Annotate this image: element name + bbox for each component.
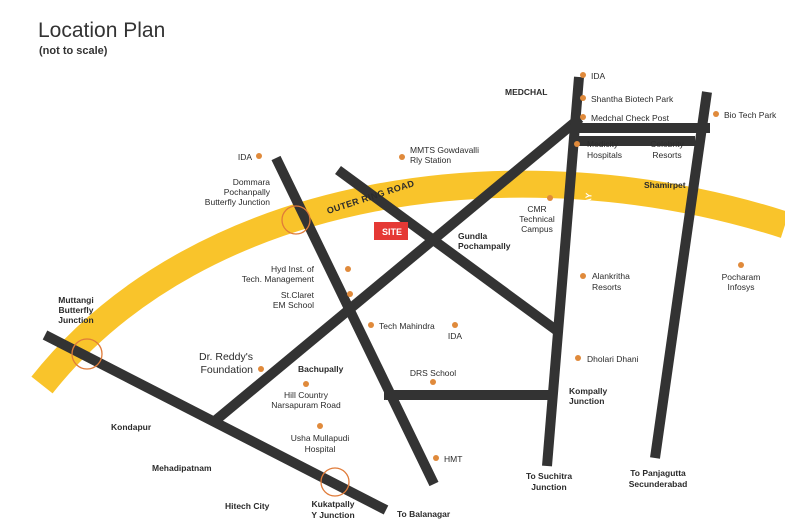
site-label: SITE [382, 227, 402, 237]
road-hyd-narsapuram [271, 155, 439, 487]
dot-medicity [574, 141, 580, 147]
dot-bio-tech [713, 111, 719, 117]
label-pocharam-2: Infosys [728, 282, 755, 292]
label-khammam-highway: KHAMMAM HIGHWAY [682, 275, 705, 368]
junction-dommara [281, 205, 311, 235]
dot-alankritha [580, 273, 586, 279]
place-hitech: Hitech City [225, 501, 270, 511]
dot-medchal-check [580, 114, 586, 120]
label-usha-2: Hospital [305, 444, 336, 454]
label-usha-1: Usha Mullapudi [291, 433, 350, 443]
place-gundla-2: Pochampally [458, 241, 511, 251]
road-mumbai-highway [42, 330, 389, 515]
place-to-suchitra-2: Junction [531, 482, 566, 492]
junction-kukatpally [320, 467, 350, 497]
place-shamirpet: Shamirpet [644, 180, 686, 190]
label-bio-tech: Bio Tech Park [724, 110, 777, 120]
label-st-claret-1: St.Claret [281, 290, 315, 300]
place-kukatpally-1: Kukatpally [312, 499, 355, 509]
place-to-balanagar: To Balanagar [397, 509, 451, 519]
site-marker [374, 222, 408, 240]
dot-usha [317, 423, 323, 429]
place-mehadipatnam: Mehadipatnam [152, 463, 212, 473]
label-st-claret-2: EM School [273, 300, 314, 310]
place-to-panjagutta-2: Secunderabad [629, 479, 688, 489]
place-kompally-1: Kompally [569, 386, 608, 396]
page-title: Location Plan [38, 19, 165, 42]
place-bachupally: Bachupally [298, 364, 344, 374]
label-cmr-2: Technical [519, 214, 555, 224]
dot-ida-mid [452, 322, 458, 328]
road-diagonal-site [335, 165, 559, 335]
dot-hyd-inst [345, 266, 351, 272]
label-dholari: Dholari Dhani [587, 354, 639, 364]
dot-tech-mahindra [368, 322, 374, 328]
dot-pocharam [738, 262, 744, 268]
dot-dholari [575, 355, 581, 361]
dot-cmr [547, 195, 553, 201]
label-cmr-3: Campus [521, 224, 553, 234]
label-shantha: Shantha Biotech Park [591, 94, 674, 104]
dot-mmts [399, 154, 405, 160]
place-medchal: MEDCHAL [505, 87, 548, 97]
place-muttangi-3: Junction [58, 315, 93, 325]
label-hyd-inst-2: Tech. Management [242, 274, 315, 284]
place-dommara-2: Pochanpally [224, 187, 271, 197]
road-network [42, 76, 712, 515]
label-medicity-2: Hospitals [587, 150, 622, 160]
place-muttangi-1: Muttangi [58, 295, 93, 305]
road-khammam-highway [650, 91, 712, 459]
label-hyd-inst-1: Hyd Inst. of [271, 264, 315, 274]
place-kukatpally-2: Y Junction [311, 510, 354, 520]
place-dommara-3: Butterfly Junction [205, 197, 270, 207]
label-medchal-check: Medchal Check Post [591, 113, 670, 123]
label-ida-left: IDA [238, 152, 253, 162]
label-alankritha-1: Alankritha [592, 271, 630, 281]
place-gundla-1: Gundla [458, 231, 488, 241]
dot-hmt [433, 455, 439, 461]
label-hyderabad-nizambad-highway: HYDERABAD - NIZAMBAD HIGHWAY [570, 192, 594, 350]
label-dr-reddys-2: Foundation [200, 364, 253, 376]
label-celebrity-2: Resorts [652, 150, 681, 160]
label-drs-school: DRS School [410, 368, 456, 378]
label-dr-reddys-1: Dr. Reddy's [199, 351, 253, 363]
landmark-dots [256, 72, 744, 461]
dot-drs-school [430, 379, 436, 385]
place-kompally-2: Junction [569, 396, 604, 406]
label-alankritha-2: Resorts [592, 282, 621, 292]
label-mmts-2: Rly Station [410, 155, 451, 165]
road-medchal-diagonal [212, 114, 584, 424]
label-medicity-1: Medicity [587, 139, 619, 149]
dot-ida-top [580, 72, 586, 78]
place-muttangi-2: Butterfly [59, 305, 94, 315]
page-subtitle: (not to scale) [39, 45, 108, 57]
label-pocharam-1: Pocharam [722, 272, 761, 282]
label-hill-country-1: Hill Country [284, 390, 329, 400]
dot-dr-reddys [258, 366, 264, 372]
label-hmt: HMT [444, 454, 462, 464]
label-celebrity-1: Celebrity [650, 139, 684, 149]
place-to-suchitra-1: To Suchitra [526, 471, 572, 481]
label-cmr-1: CMR [527, 204, 546, 214]
dot-st-claret [347, 291, 353, 297]
place-kondapur: Kondapur [111, 422, 152, 432]
dot-shantha [580, 95, 586, 101]
place-to-panjagutta-1: To Panjagutta [630, 468, 686, 478]
junction-muttangi [71, 338, 103, 370]
label-tech-mahindra: Tech Mahindra [379, 321, 435, 331]
dot-hill-country [303, 381, 309, 387]
label-mmts-1: MMTS Gowdavalli [410, 145, 479, 155]
dot-ida-left [256, 153, 262, 159]
label-ida-mid: IDA [448, 331, 463, 341]
junction-markers [71, 205, 350, 497]
road-nizambad-highway [542, 76, 584, 467]
label-hyd-narsapuram-highway: HYD - NARSAPURAM HIGHWAY [341, 322, 410, 449]
label-hill-country-2: Narsapuram Road [271, 400, 341, 410]
label-ida-top: IDA [591, 71, 606, 81]
place-dommara-1: Dommara [233, 177, 271, 187]
